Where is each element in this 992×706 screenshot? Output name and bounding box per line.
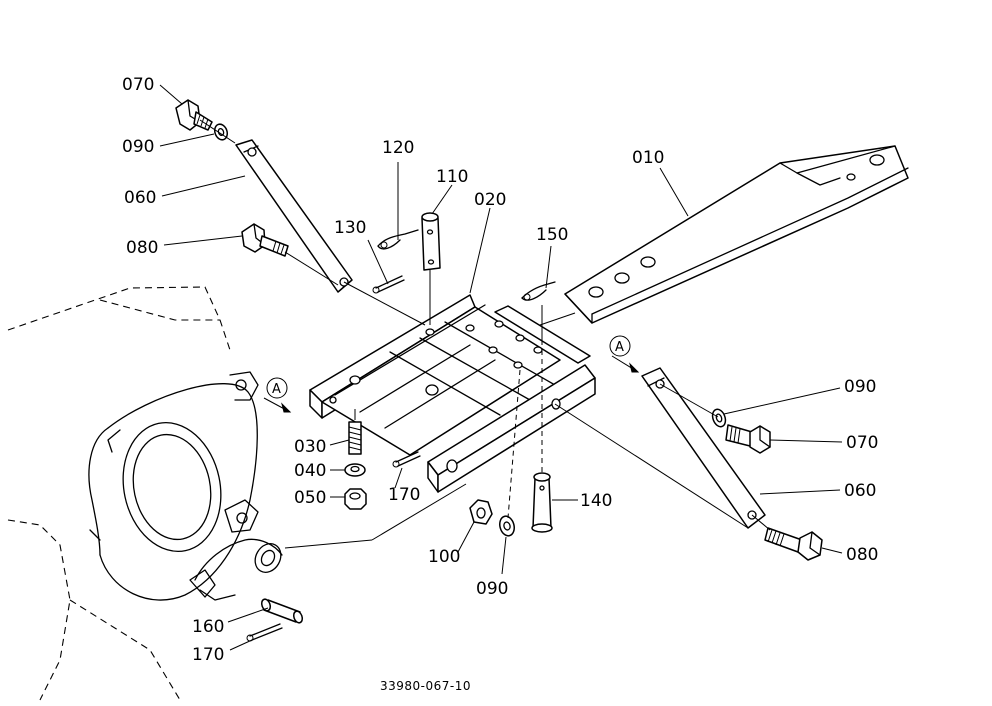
label-160: 160 <box>192 617 224 637</box>
label-110: 110 <box>436 167 468 187</box>
bolt-080-right <box>764 527 823 561</box>
bolt-070-right <box>725 424 771 454</box>
transmission-housing <box>7 286 283 701</box>
washer-090-left <box>213 123 229 141</box>
nut-100 <box>469 499 493 525</box>
washer-040 <box>344 463 366 477</box>
label-020: 020 <box>474 190 506 210</box>
label-060-left: 060 <box>124 188 156 208</box>
label-140: 140 <box>580 491 612 511</box>
view-marker-a-left: A <box>272 382 281 397</box>
label-030: 030 <box>294 437 326 457</box>
link-plate-060-right <box>641 367 766 529</box>
cotter-pin-170-center <box>392 451 421 468</box>
part-labels: 070 090 060 080 120 110 130 020 010 150 … <box>122 75 878 693</box>
label-170-center: 170 <box>388 485 420 505</box>
link-plate-060-left <box>235 139 353 293</box>
pin-140 <box>531 472 553 533</box>
label-080-right: 080 <box>846 545 878 565</box>
washer-090-bottom <box>499 515 515 537</box>
label-040: 040 <box>294 461 326 481</box>
pin-160 <box>260 598 304 624</box>
label-090-bottom: 090 <box>476 579 508 599</box>
cotter-pin-130 <box>372 275 405 294</box>
label-100: 100 <box>428 547 460 567</box>
label-070-left: 070 <box>122 75 154 95</box>
pin-110 <box>421 212 441 271</box>
label-150: 150 <box>536 225 568 245</box>
stud-030 <box>348 421 362 455</box>
r-clip-120 <box>377 229 419 250</box>
label-170-bottom: 170 <box>192 645 224 665</box>
nut-050 <box>344 488 367 510</box>
view-marker-a-right: A <box>615 340 624 355</box>
label-070-right: 070 <box>846 433 878 453</box>
cotter-pin-170-bottom <box>246 623 283 642</box>
bracket-frame-020 <box>309 294 596 493</box>
label-090-left: 090 <box>122 137 154 157</box>
r-clip-150 <box>521 281 556 301</box>
label-120: 120 <box>382 138 414 158</box>
label-090-right: 090 <box>844 377 876 397</box>
drawbar-010 <box>564 145 909 324</box>
bolt-070-left <box>175 99 213 131</box>
washer-090-right <box>711 408 727 428</box>
label-130: 130 <box>334 218 366 238</box>
assembly-lines <box>159 84 843 651</box>
diagram-code: 33980-067-10 <box>380 679 471 693</box>
label-060-right: 060 <box>844 481 876 501</box>
bolt-080-left <box>241 223 289 257</box>
label-010: 010 <box>632 148 664 168</box>
label-050: 050 <box>294 488 326 508</box>
label-080-left: 080 <box>126 238 158 258</box>
